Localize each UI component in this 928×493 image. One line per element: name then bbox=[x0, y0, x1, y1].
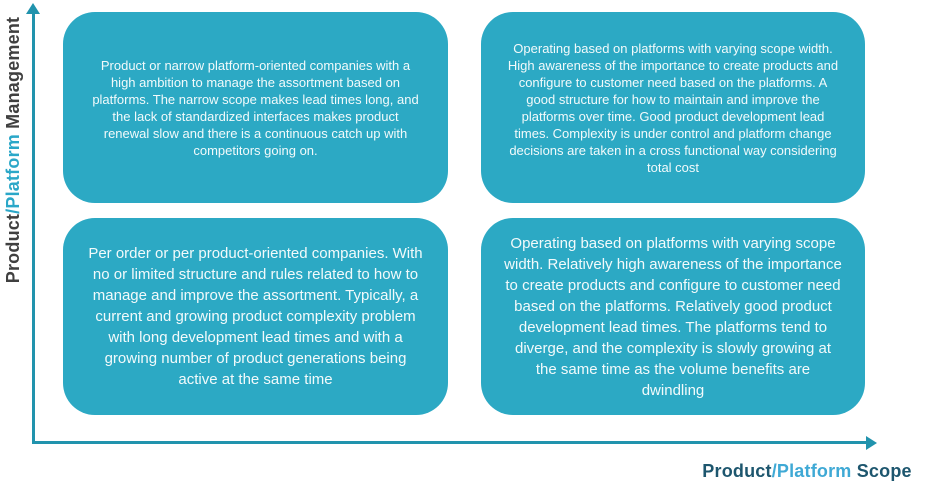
y-axis-label-part3: Management bbox=[3, 16, 23, 135]
y-axis-line bbox=[32, 12, 35, 441]
x-axis-line bbox=[32, 441, 868, 444]
x-axis-label-part2: /Platform bbox=[771, 461, 852, 481]
quadrant-bottom-left-text: Per order or per product-oriented compan… bbox=[88, 245, 423, 388]
quadrant-bottom-left: Per order or per product-oriented compan… bbox=[63, 218, 448, 415]
y-axis-label: Product/Platform Management bbox=[3, 15, 25, 285]
quadrant-top-left-text: Product or narrow platform-oriented comp… bbox=[92, 57, 419, 158]
x-axis-label-part1: Product bbox=[702, 461, 772, 481]
arrow-up-icon bbox=[26, 3, 40, 14]
quadrant-bottom-right: Operating based on platforms with varyin… bbox=[481, 218, 865, 415]
y-axis-label-part1: Product bbox=[3, 213, 23, 284]
quadrant-bottom-right-text: Operating based on platforms with varyin… bbox=[504, 234, 842, 399]
x-axis-label-part3: Scope bbox=[851, 461, 912, 481]
y-axis-label-part2: /Platform bbox=[3, 134, 23, 214]
quadrant-top-right-text: Operating based on platforms with varyin… bbox=[507, 40, 839, 175]
arrow-right-icon bbox=[866, 436, 877, 450]
quadrant-top-right: Operating based on platforms with varyin… bbox=[481, 12, 865, 203]
quadrant-top-left: Product or narrow platform-oriented comp… bbox=[63, 12, 448, 203]
x-axis-label: Product/Platform Scope bbox=[702, 461, 912, 482]
